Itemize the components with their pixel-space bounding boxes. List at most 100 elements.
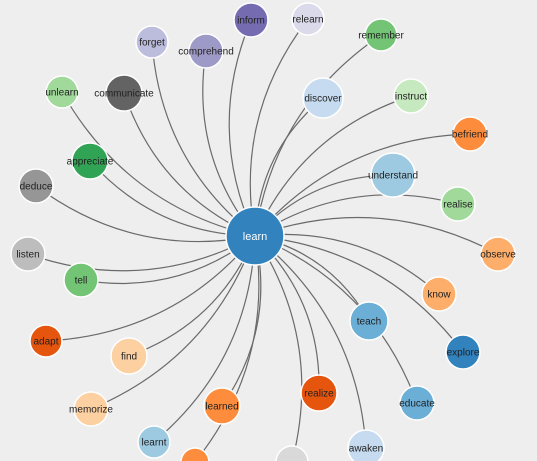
node-circle-tell[interactable]	[63, 262, 99, 298]
edge-adapt	[45, 235, 256, 342]
node-label-observe: observe	[480, 250, 516, 261]
node-circle-know[interactable]	[421, 276, 457, 312]
node-label-communicate: communicate	[94, 89, 154, 100]
node-circle-teach[interactable]	[349, 301, 389, 341]
node-label-forget: forget	[139, 38, 165, 49]
node-discover[interactable]: discover	[302, 77, 344, 119]
node-circle-explore[interactable]	[445, 334, 481, 370]
node-realize[interactable]: realize	[300, 374, 338, 412]
node-teach[interactable]: teach	[349, 301, 389, 341]
node-instruct[interactable]: instruct	[393, 78, 429, 114]
node-label-befriend: befriend	[452, 130, 488, 141]
node-label-appreciate: appreciate	[67, 157, 114, 168]
node-forget[interactable]: forget	[135, 25, 169, 59]
edge-befriend	[254, 133, 471, 237]
node-understand[interactable]: understand	[368, 152, 418, 198]
node-adapt[interactable]: adapt	[29, 324, 63, 358]
node-label-tell: tell	[75, 276, 88, 287]
node-circle-awaken[interactable]	[347, 429, 385, 461]
node-label-find: find	[121, 352, 137, 363]
node-circle-unlabeled-29[interactable]	[180, 447, 210, 461]
node-unlabeled-29[interactable]	[180, 447, 210, 461]
node-appreciate[interactable]: appreciate	[67, 142, 114, 180]
node-label-unlearn: unlearn	[45, 88, 78, 99]
node-circle-educate[interactable]	[399, 385, 435, 421]
node-circle-learnt[interactable]	[137, 425, 171, 459]
node-circle-appreciate[interactable]	[71, 142, 109, 180]
node-circle-find[interactable]	[110, 337, 148, 375]
node-label-educate: educate	[399, 399, 435, 410]
node-circle-befriend[interactable]	[452, 116, 488, 152]
edge-explore	[254, 235, 464, 353]
node-circle-communicate[interactable]	[105, 74, 143, 112]
node-remember[interactable]: remember	[358, 18, 404, 52]
node-circle-realize[interactable]	[300, 374, 338, 412]
node-circle-remember[interactable]	[364, 18, 398, 52]
node-label-explore: explore	[447, 348, 480, 359]
node-circle-memorize[interactable]	[73, 391, 109, 427]
node-label-relearn: relearn	[292, 15, 323, 26]
node-deduce[interactable]: deduce	[18, 168, 54, 204]
node-realise[interactable]: realise	[440, 186, 476, 222]
node-circle-listen[interactable]	[10, 236, 46, 272]
node-circle-deduce[interactable]	[18, 168, 54, 204]
edge-remember	[254, 34, 382, 237]
node-label-memorize: memorize	[69, 405, 113, 416]
node-label-understand: understand	[368, 171, 418, 182]
node-label-inform: inform	[237, 16, 265, 27]
node-label-adapt: adapt	[33, 337, 58, 348]
node-circle-understand[interactable]	[370, 152, 416, 198]
node-learned[interactable]: learned	[203, 387, 241, 425]
node-label-realize: realize	[304, 389, 334, 400]
node-know[interactable]: know	[421, 276, 457, 312]
node-circle-realise[interactable]	[440, 186, 476, 222]
node-explore[interactable]: explore	[445, 334, 481, 370]
node-label-learned: learned	[205, 402, 238, 413]
node-communicate[interactable]: communicate	[94, 74, 154, 112]
edge-realise	[254, 194, 459, 237]
center-node[interactable]: learn	[225, 206, 285, 266]
node-circle-inform[interactable]	[233, 2, 269, 38]
node-label-learnt: learnt	[141, 438, 166, 449]
edge-awaken	[254, 235, 367, 449]
node-circle-learned[interactable]	[203, 387, 241, 425]
node-awaken[interactable]: awaken	[347, 429, 385, 461]
edge-unlabeled-28	[254, 235, 303, 461]
edge-unlabeled-29	[195, 235, 260, 461]
node-label-teach: teach	[357, 317, 381, 328]
node-find[interactable]: find	[110, 337, 148, 375]
node-circle-relearn[interactable]	[291, 2, 325, 36]
node-tell[interactable]: tell	[63, 262, 99, 298]
node-label-instruct: instruct	[395, 92, 427, 103]
node-educate[interactable]: educate	[399, 385, 435, 421]
center-node-circle[interactable]	[225, 206, 285, 266]
node-learnt[interactable]: learnt	[137, 425, 171, 459]
node-listen[interactable]: listen	[10, 236, 46, 272]
node-unlearn[interactable]: unlearn	[45, 75, 79, 109]
node-circle-discover[interactable]	[302, 77, 344, 119]
node-inform[interactable]: inform	[233, 2, 269, 38]
node-circle-comprehend[interactable]	[188, 33, 224, 69]
node-circle-unlabeled-28[interactable]	[275, 445, 309, 461]
node-label-comprehend: comprehend	[178, 47, 234, 58]
node-label-listen: listen	[16, 250, 39, 261]
node-circle-adapt[interactable]	[29, 324, 63, 358]
node-circle-forget[interactable]	[135, 25, 169, 59]
node-befriend[interactable]: befriend	[452, 116, 488, 152]
node-circle-instruct[interactable]	[393, 78, 429, 114]
node-circle-observe[interactable]	[480, 236, 516, 272]
edge-listen	[27, 235, 256, 272]
node-memorize[interactable]: memorize	[69, 391, 113, 427]
node-layer: inform relearn forget comprehend remember unl…	[10, 2, 516, 461]
node-relearn[interactable]: relearn	[291, 2, 325, 36]
node-label-remember: remember	[358, 31, 404, 42]
node-observe[interactable]: observe	[480, 236, 516, 272]
node-label-discover: discover	[304, 94, 342, 105]
node-label-know: know	[427, 290, 451, 301]
edge-educate	[254, 235, 418, 404]
node-comprehend[interactable]: comprehend	[178, 33, 234, 69]
edge-relearn	[249, 18, 309, 237]
node-circle-unlearn[interactable]	[45, 75, 79, 109]
node-unlabeled-28[interactable]	[275, 445, 309, 461]
